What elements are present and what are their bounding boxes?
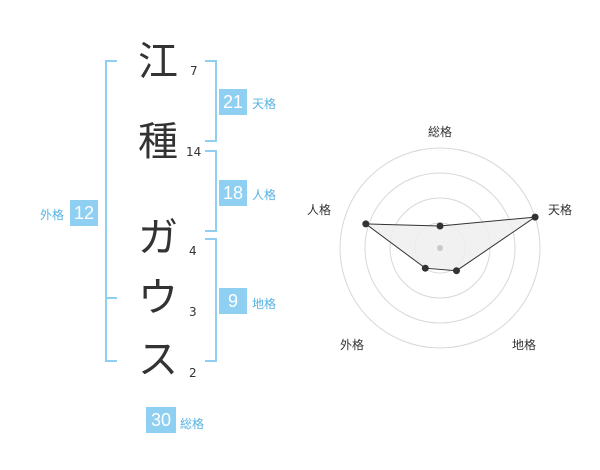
name-char-2: 種 <box>138 119 178 165</box>
jinkaku-bracket <box>205 150 217 232</box>
radar-point-soukaku <box>436 222 444 230</box>
radar-point-chikaku <box>453 267 460 275</box>
radar-grid-ring <box>364 172 516 324</box>
chikaku-bracket <box>205 238 217 362</box>
name-char-3: ガ <box>138 215 178 261</box>
stroke-count-1: 7 <box>190 64 198 78</box>
radar-value-polygon <box>364 216 536 272</box>
stroke-count-5: 2 <box>189 366 197 380</box>
radar-axis-label-gaikaku: 外格 <box>340 338 365 352</box>
name-char-5: ス <box>138 337 178 383</box>
gaikaku-label: 外格 <box>40 208 65 222</box>
radar-point-tenkaku <box>531 213 539 221</box>
jinkaku-value: 18 <box>219 180 247 206</box>
chikaku-label: 地格 <box>252 297 277 311</box>
fortune-radar-chart <box>339 147 541 349</box>
name-char-4: ウ <box>138 275 178 321</box>
radar-grid-ring <box>339 147 541 349</box>
stroke-count-3: 4 <box>189 244 197 258</box>
gaikaku-bracket-tick <box>105 297 117 299</box>
tenkaku-value: 21 <box>219 89 247 115</box>
radar-point-jinkaku <box>362 220 370 228</box>
gaikaku-bracket <box>105 60 117 362</box>
name-char-1: 江 <box>138 39 178 85</box>
radar-point-gaikaku <box>421 264 429 272</box>
radar-center-point <box>437 245 443 251</box>
radar-axis-label-chikaku: 地格 <box>512 338 537 352</box>
radar-axis-label-tenkaku: 天格 <box>548 203 573 217</box>
stroke-count-4: 3 <box>189 305 197 319</box>
tenkaku-label: 天格 <box>252 97 277 111</box>
jinkaku-label: 人格 <box>252 188 277 202</box>
chikaku-value: 9 <box>219 288 247 314</box>
soukaku-label: 総格 <box>180 417 205 431</box>
radar-axis-label-soukaku: 総格 <box>428 125 453 139</box>
tenkaku-bracket <box>205 60 217 142</box>
stroke-count-2: 14 <box>186 145 202 159</box>
radar-axis-label-jinkaku: 人格 <box>307 203 332 217</box>
soukaku-value: 30 <box>146 407 176 433</box>
gaikaku-value: 12 <box>70 200 98 226</box>
